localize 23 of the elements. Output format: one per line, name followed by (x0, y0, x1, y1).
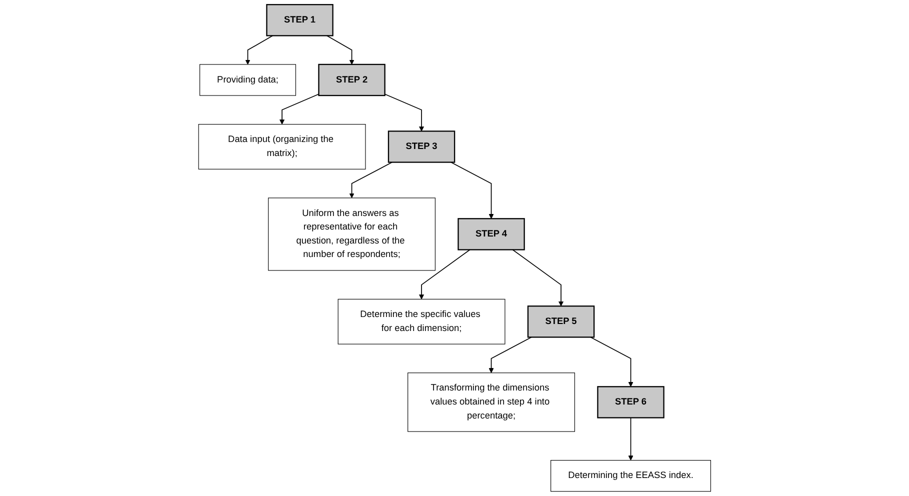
arrow (418, 249, 470, 300)
arrow (326, 35, 354, 65)
node-box: STEP 4 (458, 218, 525, 250)
arrow (512, 249, 564, 306)
arrow (628, 417, 634, 461)
node-box: STEP 6 (596, 386, 664, 418)
arrow (279, 94, 320, 125)
arrow (384, 94, 424, 132)
node-box: Providing data; (199, 64, 296, 96)
node-box: STEP 5 (527, 306, 594, 338)
node-box: Transforming the dimensions values obtained in step 4 into percentage; (407, 372, 575, 432)
node-box: Uniform the answers as representative for each question, regardless of the number of respondents; (268, 198, 436, 271)
node-box: STEP 1 (266, 4, 334, 36)
arrow (349, 162, 392, 198)
arrow (450, 162, 494, 219)
arrow (488, 336, 532, 374)
node-box: STEP 2 (318, 64, 386, 96)
arrow (245, 35, 274, 65)
node-box: Data input (organizing the matrix); (198, 124, 366, 170)
node-box: Determine the specific values for each dimension; (338, 298, 506, 344)
node-box: STEP 3 (388, 130, 455, 163)
arrow (590, 336, 634, 387)
node-box: Determining the EEASS index. (550, 460, 711, 492)
